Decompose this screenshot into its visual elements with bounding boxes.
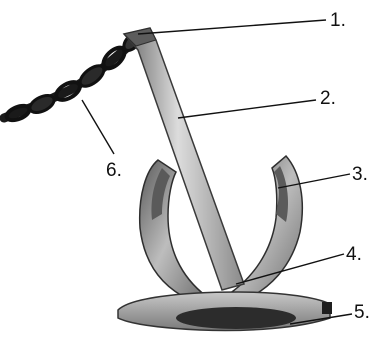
callout-6-label: 6. bbox=[106, 160, 122, 181]
callout-3-label: 3. bbox=[352, 164, 368, 185]
callout-5-label: 5. bbox=[354, 302, 370, 323]
callout-1-label: 1. bbox=[330, 10, 346, 31]
leader-lines bbox=[82, 20, 352, 324]
callout-4-label: 4. bbox=[346, 244, 362, 265]
anchor-shank bbox=[124, 28, 244, 290]
anchor-chain bbox=[4, 31, 143, 124]
leader-line-2 bbox=[178, 100, 316, 118]
leader-line-6 bbox=[82, 100, 114, 154]
callout-2-label: 2. bbox=[320, 88, 336, 109]
leader-line-1 bbox=[138, 20, 326, 34]
anchor-crown bbox=[118, 292, 332, 331]
